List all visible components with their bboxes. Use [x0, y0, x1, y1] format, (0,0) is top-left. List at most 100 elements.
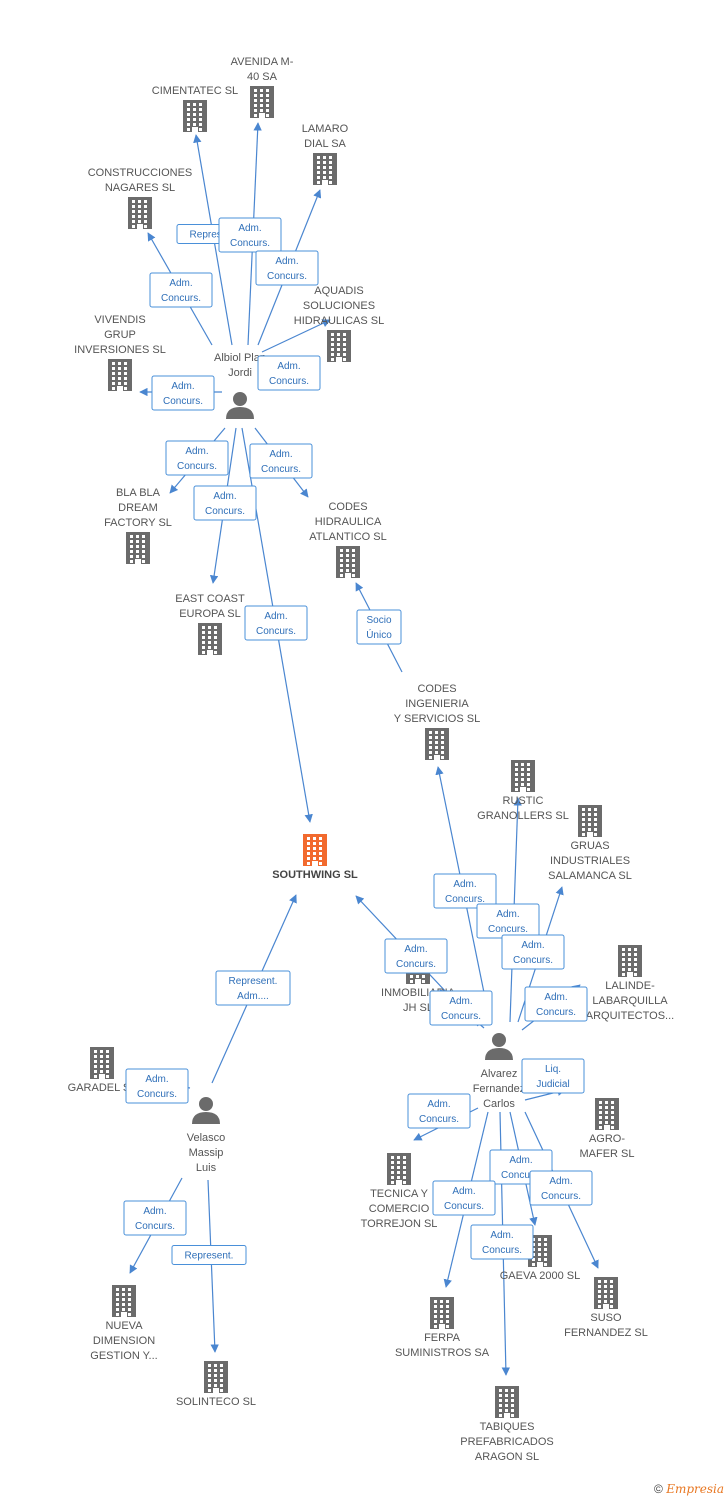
relation-label[interactable]: Adm.Concurs. — [429, 990, 493, 1026]
company-node-lalinde[interactable]: LALINDE-LABARQUILLAARQUITECTOS... — [586, 945, 674, 1022]
company-node-solinteco[interactable]: SOLINTECO SL — [176, 1361, 256, 1408]
relation-label[interactable]: Adm.Concurs. — [476, 903, 540, 939]
relation-label-text: Adm. — [521, 940, 544, 951]
relation-label[interactable]: Adm.Concurs. — [470, 1224, 534, 1260]
node-label-line: Massip — [189, 1147, 224, 1159]
relation-label[interactable]: Represent. — [171, 1245, 247, 1265]
node-label-line: CONSTRUCCIONES — [88, 167, 193, 179]
node-label-line: NUEVA — [105, 1320, 143, 1332]
relation-label[interactable]: Represent. Adm.... — [215, 970, 291, 1006]
relation-label[interactable]: Adm.Concurs. — [125, 1068, 189, 1104]
node-label-line: SOUTHWING SL — [272, 869, 358, 881]
relation-label-box — [470, 1224, 534, 1260]
relation-label[interactable]: Adm.Concurs. — [257, 355, 321, 391]
relation-label-text: Adm. — [490, 1230, 513, 1241]
node-label: AGRO-MAFER SL — [579, 1133, 634, 1160]
relation-label[interactable]: Adm. Concurs. — [249, 443, 313, 479]
relation-label[interactable]: Liq. Judicial — [521, 1058, 585, 1094]
building-icon — [336, 546, 360, 578]
relation-label-text: Adm. — [143, 1206, 166, 1217]
relation-label[interactable]: Adm.Concurs. — [255, 250, 319, 286]
company-node-southwing[interactable]: SOUTHWING SL — [272, 834, 358, 881]
node-label: AVENIDA M-40 SA — [231, 56, 294, 83]
relation-label[interactable]: Adm.Concurs. — [524, 986, 588, 1022]
relation-label-text: Liq. — [545, 1064, 561, 1075]
company-node-garadel[interactable]: GARADEL SL — [68, 1047, 137, 1094]
relation-label-text: Concurs. — [261, 464, 301, 475]
building-icon — [511, 760, 535, 792]
relation-label-text: Adm.... — [237, 991, 269, 1002]
relation-label-text: Concurs. — [419, 1114, 459, 1125]
relation-label[interactable]: Adm.Concurs. — [501, 934, 565, 970]
relation-label[interactable]: Adm.Concurs. — [149, 272, 213, 308]
node-label-line: VIVENDIS — [94, 314, 145, 326]
relation-label[interactable]: Adm.Concurs. — [165, 440, 229, 476]
company-node-cimentatec[interactable]: CIMENTATEC SL — [152, 85, 238, 132]
relation-label-box — [255, 250, 319, 286]
node-label-line: HIDRAULICAS SL — [294, 315, 384, 327]
node-label-line: SUSO — [590, 1312, 622, 1324]
relation-label-text: Adm. — [453, 879, 476, 890]
relation-label-text: Concurs. — [396, 959, 436, 970]
relation-label[interactable]: Adm.Concurs. — [151, 375, 215, 411]
node-label-line: CODES — [328, 501, 367, 513]
relation-label-text: Adm. — [277, 361, 300, 372]
relation-label-text: Judicial — [536, 1079, 569, 1090]
relation-label-text: Concurs. — [488, 924, 528, 935]
relation-label-text: Concurs. — [445, 894, 485, 905]
person-icon — [226, 392, 254, 419]
relation-label-text: Adm. — [404, 944, 427, 955]
relation-label-text: Concurs. — [256, 626, 296, 637]
relation-label[interactable]: Adm. Concurs. — [384, 938, 448, 974]
company-node-agromafer[interactable]: AGRO-MAFER SL — [579, 1098, 635, 1160]
node-label-line: Luis — [196, 1162, 217, 1174]
relation-label[interactable]: Adm.Concurs. — [244, 605, 308, 641]
relation-label-text: Socio — [366, 615, 391, 626]
relation-label-text: Concurs. — [444, 1201, 484, 1212]
relation-label[interactable]: Adm. Concurs. — [433, 873, 497, 909]
relation-label-text: Represent. — [229, 976, 278, 987]
relation-label[interactable]: Adm.Concurs. — [123, 1200, 187, 1236]
relation-label[interactable]: Adm.Concurs. — [407, 1093, 471, 1129]
relation-label[interactable]: Adm.Concurs. — [218, 217, 282, 253]
relation-label-text: Adm. — [171, 381, 194, 392]
relation-label-box — [215, 970, 291, 1006]
relation-label-box — [521, 1058, 585, 1094]
relation-label-text: Único — [366, 628, 392, 641]
relation-label-text: Adm. — [269, 449, 292, 460]
building-icon — [250, 86, 274, 118]
node-label: SOUTHWING SL — [272, 869, 358, 881]
relation-label[interactable]: Adm.Concurs. — [193, 485, 257, 521]
company-node-avenida[interactable]: AVENIDA M-40 SA — [231, 56, 294, 118]
node-label-line: GAEVA 2000 SL — [500, 1270, 581, 1282]
node-label-line: DIMENSION — [93, 1335, 155, 1347]
relation-label[interactable]: Adm.Concurs. — [432, 1180, 496, 1216]
node-label-line: FERPA — [424, 1332, 461, 1344]
relation-label-box — [257, 355, 321, 391]
relation-label[interactable]: Adm.Concurs. — [529, 1170, 593, 1206]
person-icon — [485, 1033, 513, 1060]
relation-label-box — [193, 485, 257, 521]
